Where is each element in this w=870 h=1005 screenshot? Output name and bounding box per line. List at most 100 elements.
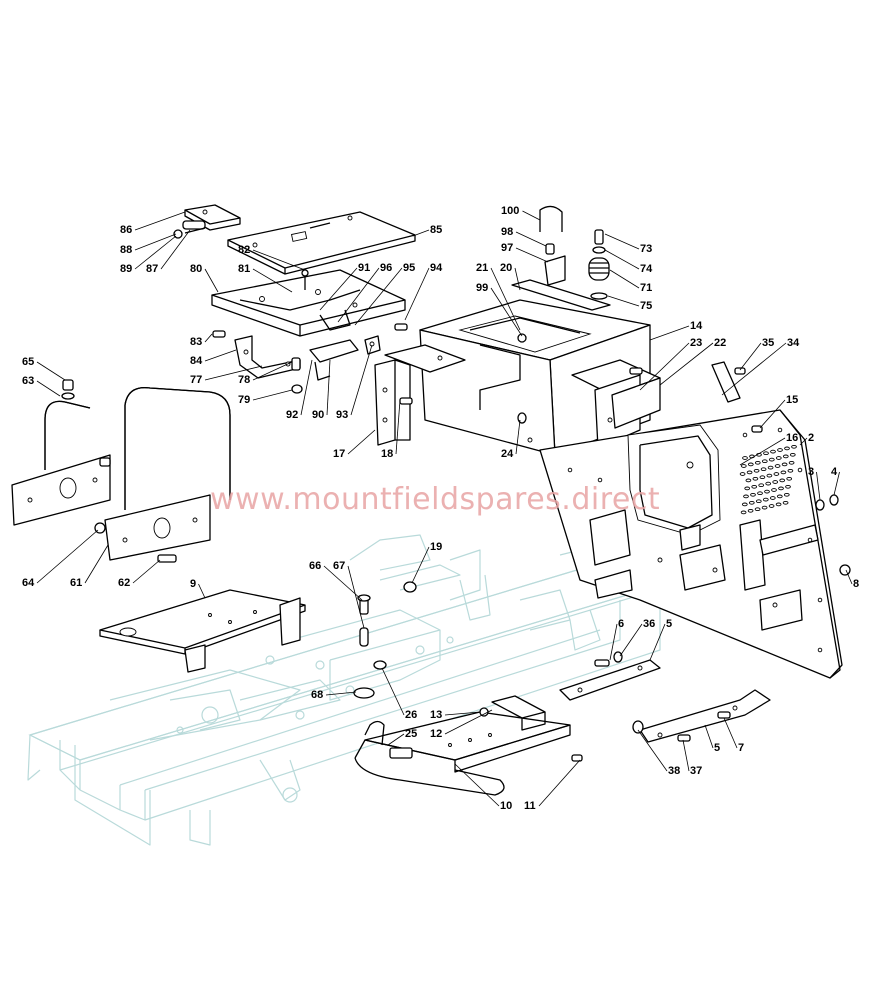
vent-slot	[742, 456, 748, 460]
leader-line	[204, 268, 219, 293]
leader-line	[515, 231, 547, 247]
panel-fasteners	[711, 361, 851, 576]
part-label: 100	[501, 205, 520, 217]
vent-slot	[747, 462, 754, 467]
vent-slot	[769, 496, 776, 500]
leader-line	[36, 380, 61, 397]
vent-slot	[785, 484, 791, 489]
leader-line	[649, 325, 690, 341]
part-label: 11	[524, 800, 536, 812]
part-label: 36	[643, 618, 656, 630]
part-label: 84	[190, 355, 203, 367]
vent-slot	[773, 472, 780, 476]
vent-slot	[789, 452, 796, 457]
part-label: 7	[738, 742, 745, 754]
vent-slot	[771, 488, 777, 492]
part-label: 3	[808, 466, 815, 478]
part-label: 65	[22, 356, 35, 368]
leader-lines	[36, 210, 853, 807]
upper-console-parts	[511, 205, 611, 311]
front-panel-2	[539, 409, 843, 679]
leader-line	[490, 287, 523, 337]
leader-line	[607, 295, 640, 307]
leader-line	[326, 359, 331, 416]
leader-line	[639, 342, 690, 391]
pins-and-bushings	[353, 581, 417, 699]
vent-slot	[760, 467, 767, 472]
leader-line	[204, 365, 263, 381]
leader-line	[515, 247, 549, 263]
leader-line	[444, 709, 493, 735]
part-label: 21	[476, 262, 489, 274]
part-label: 79	[238, 394, 251, 406]
leader-line	[134, 211, 186, 231]
part-label: 5	[714, 742, 721, 754]
watermark-text: www.mountfieldspares.direct	[210, 482, 661, 517]
part-label: 68	[311, 689, 324, 701]
vent-slot	[740, 464, 747, 468]
vent-slot	[767, 465, 774, 470]
part-label: 20	[500, 262, 513, 274]
part-label: 25	[405, 728, 418, 740]
part-label: 67	[333, 560, 346, 572]
leader-line	[609, 269, 640, 289]
part-label: 64	[22, 577, 35, 589]
vent-slot	[776, 494, 783, 499]
part-label: 37	[690, 765, 703, 777]
leader-line	[381, 667, 405, 716]
chassis-frame	[27, 534, 662, 846]
vent-slot	[765, 481, 772, 486]
leader-line	[337, 267, 380, 323]
leader-line	[609, 623, 618, 661]
leader-line	[845, 569, 853, 585]
vent-slot	[772, 480, 779, 484]
vent-slot	[764, 489, 770, 494]
part-label: 66	[309, 560, 322, 572]
vent-slot	[782, 454, 789, 459]
vent-slot	[743, 494, 749, 499]
leader-line	[411, 546, 430, 584]
vent-slot	[766, 473, 773, 478]
vent-slot	[775, 502, 782, 507]
part-label: 10	[500, 800, 513, 812]
vent-slot	[752, 476, 759, 481]
part-label: 2	[808, 432, 815, 444]
part-label: 18	[381, 448, 394, 460]
part-label: 22	[714, 337, 727, 349]
part-label: 82	[238, 244, 251, 256]
leader-line	[514, 267, 521, 291]
part-label: 12	[430, 728, 443, 740]
part-label: 81	[238, 263, 251, 275]
vent-slot	[754, 460, 761, 465]
vent-slot	[750, 492, 756, 497]
leader-line	[319, 267, 358, 311]
part-label: 89	[120, 263, 133, 275]
vent-slot	[754, 507, 761, 512]
leader-line	[404, 267, 430, 321]
leader-line	[490, 267, 521, 331]
roll-bar-61	[11, 379, 231, 563]
leader-line	[704, 724, 714, 749]
vent-slot	[784, 446, 790, 451]
vent-slot	[755, 499, 762, 504]
leader-line	[515, 419, 521, 455]
leader-line	[816, 471, 821, 501]
vent-slot	[788, 460, 795, 465]
vent-slot	[753, 468, 760, 473]
leader-line	[252, 249, 306, 271]
vent-slot	[787, 468, 794, 473]
part-label: 74	[640, 263, 653, 275]
leader-line	[604, 233, 640, 250]
leader-line	[347, 565, 365, 629]
part-label: 24	[501, 448, 514, 460]
leader-line	[204, 349, 237, 362]
leader-line	[36, 529, 99, 584]
part-label: 14	[690, 320, 703, 332]
leader-line	[134, 233, 177, 251]
part-label: 83	[190, 336, 203, 348]
leader-line	[444, 711, 481, 716]
part-label: 80	[190, 263, 203, 275]
part-label: 15	[786, 394, 799, 406]
part-label: 99	[476, 282, 489, 294]
